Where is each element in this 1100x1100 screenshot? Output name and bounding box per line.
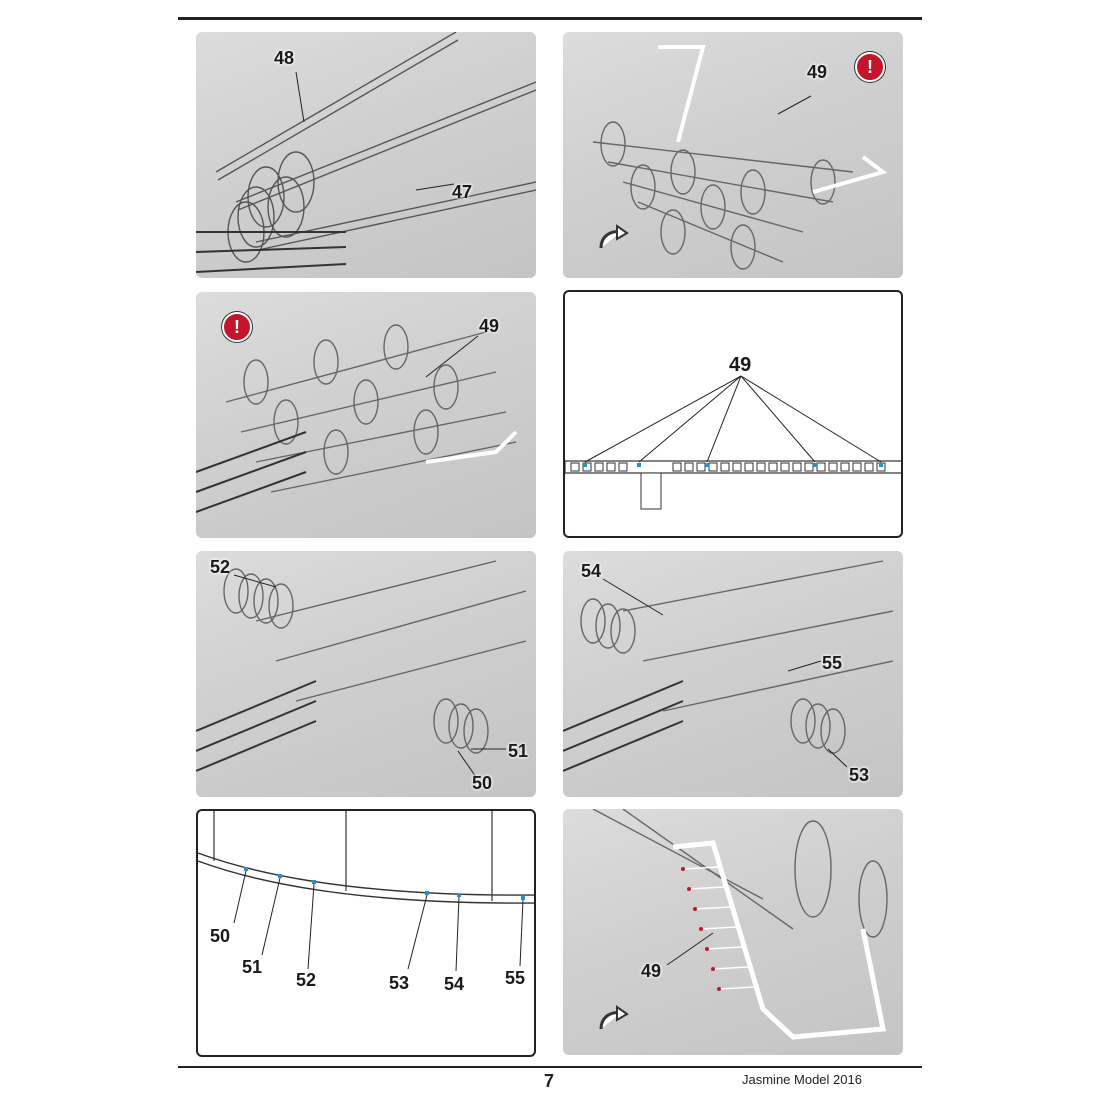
part-frame-illustration <box>592 45 888 270</box>
curved-strip-diagram <box>198 811 534 972</box>
part-label-52: 52 <box>296 970 317 990</box>
part-frame-illustration <box>196 324 518 513</box>
part-label-51: 51 <box>508 741 529 761</box>
step-panel-6: 54 55 53 <box>563 551 903 797</box>
strip-diagram <box>565 375 901 510</box>
step-panel-1: 48 47 <box>196 32 536 278</box>
part-label-54: 54 <box>444 974 465 994</box>
part-frame-illustration <box>196 32 536 273</box>
part-frame-illustration <box>563 560 894 772</box>
brand-footer: Jasmine Model 2016 <box>742 1072 862 1087</box>
part-label-55: 55 <box>822 653 843 673</box>
warning-icon: ! <box>222 312 252 342</box>
step-panel-7-diagram: 50 51 52 53 54 55 <box>196 809 536 1057</box>
part-label-52: 52 <box>210 557 231 577</box>
part-label-53: 53 <box>849 765 870 785</box>
top-rule <box>178 17 922 20</box>
rotate-view-icon <box>599 1005 629 1030</box>
part-label-51: 51 <box>242 957 263 977</box>
part-frame-illustration <box>196 560 527 778</box>
step-panel-8: 49 <box>563 809 903 1055</box>
step-panel-5: 52 51 50 <box>196 551 536 797</box>
part-label-50: 50 <box>210 926 231 946</box>
part-label-50: 50 <box>472 773 493 793</box>
step-panel-4-diagram: 49 <box>563 290 903 538</box>
part-label-49: 49 <box>729 354 752 376</box>
step-panel-3: ! 49 <box>196 292 536 538</box>
warning-icon: ! <box>855 52 885 82</box>
page-number: 7 <box>544 1071 555 1091</box>
bottom-rule <box>178 1066 922 1068</box>
part-label-49: 49 <box>479 316 500 336</box>
part-label-49: 49 <box>641 961 662 981</box>
part-label-54: 54 <box>581 561 602 581</box>
part-label-49: 49 <box>807 62 828 82</box>
part-label-47: 47 <box>452 182 473 202</box>
part-label-55: 55 <box>505 968 526 988</box>
step-panel-2: 49 ! <box>563 32 903 278</box>
part-label-53: 53 <box>389 973 410 993</box>
part-label-48: 48 <box>274 48 295 68</box>
rotate-view-icon <box>599 224 629 249</box>
part-frame-illustration <box>592 809 888 1040</box>
